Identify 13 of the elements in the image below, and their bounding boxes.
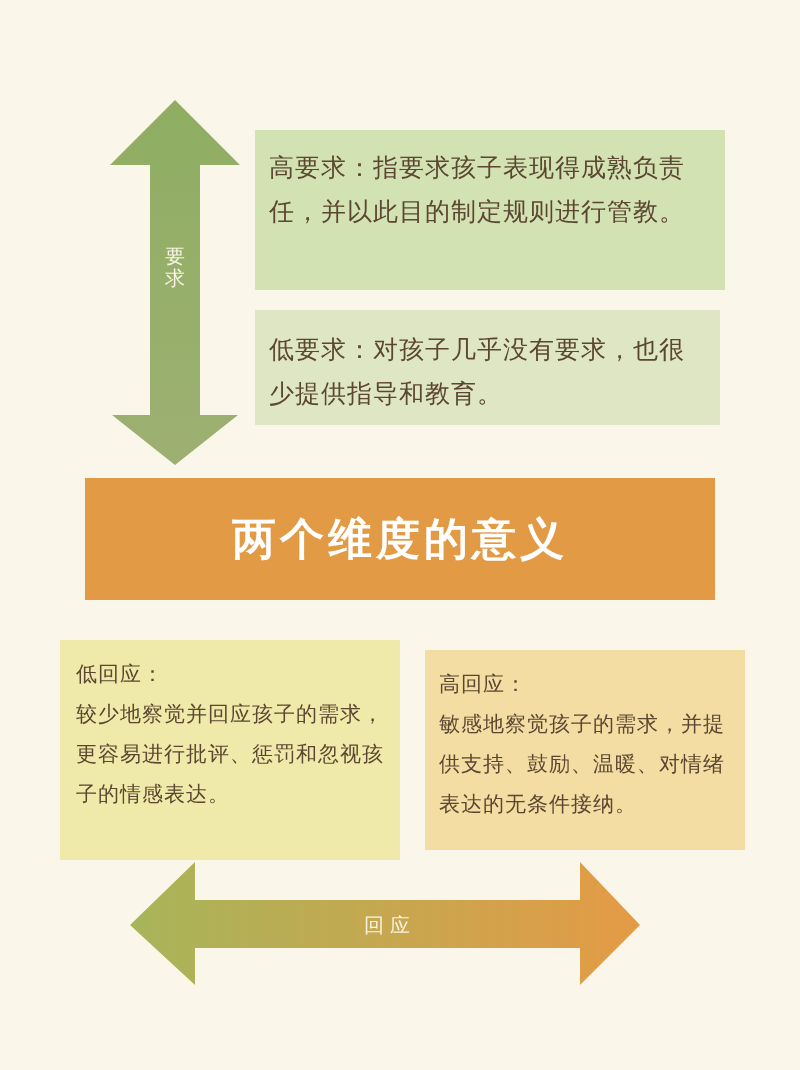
text-box <box>255 310 720 425</box>
text-box <box>60 640 400 860</box>
box-text: 低要求：对孩子几乎没有要求，也很少提供指导和教育。 <box>269 334 686 410</box>
box-text: 高要求：指要求孩子表现得成熟负责任，并以此目的制定规则进行管教。 <box>269 152 686 228</box>
axis-label: 要求 <box>165 245 185 289</box>
axis-label: 回应 <box>363 912 417 939</box>
box-text: 敏感地察觉孩子的需求，并提供支持、鼓励、温暖、对情绪表达的无条件接纳。 <box>439 711 726 818</box>
box-text: 较少地察觉并回应孩子的需求，更容易进行批评、惩罚和忽视孩子的情感表达。 <box>76 701 384 808</box>
title-banner: 两个维度的意义 <box>85 478 715 600</box>
box-heading: 高回应： <box>439 671 528 698</box>
box-heading: 低回应： <box>76 661 165 688</box>
text-box <box>255 130 725 290</box>
text-box <box>425 650 745 850</box>
